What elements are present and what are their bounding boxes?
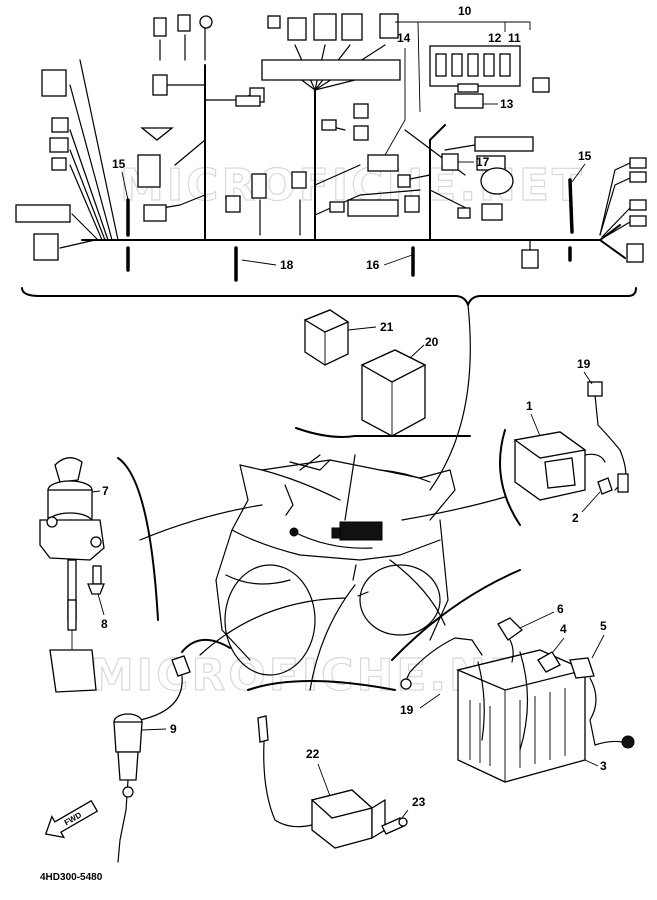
callout-13: 13: [500, 97, 514, 111]
harness-bracket: [21, 287, 637, 306]
callout-18: 18: [280, 258, 294, 272]
pointer-lines: [139, 454, 506, 691]
lead-19-lower: [400, 637, 483, 690]
callout-10: 10: [458, 4, 472, 18]
callout-19-top: 19: [577, 357, 591, 371]
battery-3: [455, 649, 587, 783]
callout-3: 3: [600, 759, 607, 773]
cover-6: [497, 617, 524, 663]
screw-23: [381, 817, 408, 835]
relay-21: [303, 309, 350, 366]
callout-14: 14: [397, 31, 411, 45]
bracket-left: [117, 457, 159, 621]
callout-22: 22: [306, 747, 320, 761]
relay-22: [257, 715, 386, 849]
callout-1: 1: [526, 399, 533, 413]
callout-4: 4: [560, 622, 567, 636]
bracket-bottom-right: [391, 569, 521, 661]
harness-connectors: [15, 13, 647, 269]
callout-5: 5: [600, 619, 607, 633]
bracket-bottom-mid: [247, 680, 396, 691]
callout-15-left: 15: [112, 157, 126, 171]
callout-2: 2: [572, 511, 579, 525]
relay-bracket: [295, 427, 471, 438]
flasher-relay-20: [360, 349, 427, 437]
callout-6: 6: [557, 602, 564, 616]
starter-relay-1: [513, 431, 606, 501]
callout-11: 11: [508, 31, 521, 45]
callout-20: 20: [425, 335, 439, 349]
harness-pointer: [429, 304, 471, 491]
callout-19-bottom: 19: [400, 703, 414, 717]
callout-9: 9: [170, 722, 177, 736]
callouts: 10 12 11 14 13 15 15 17 18 16 21 20 19 1…: [91, 4, 607, 819]
callout-23: 23: [412, 795, 426, 809]
main-switch-7: [39, 457, 105, 693]
battery-lead-5: [569, 657, 635, 749]
battery-band-4: [537, 651, 561, 673]
callout-12: 12: [488, 31, 502, 45]
lead-19-upper: [587, 381, 629, 493]
callout-8: 8: [101, 617, 108, 631]
fuse-2: [597, 477, 613, 495]
switch-9: [113, 655, 191, 863]
callout-7: 7: [102, 484, 109, 498]
fwd-arrow-icon: FWD: [44, 799, 99, 839]
bracket-right: [499, 429, 521, 526]
screw-8: [87, 565, 105, 595]
callout-15-right: 15: [578, 149, 592, 163]
bracket-bottom-left: [181, 639, 231, 653]
callout-21: 21: [380, 320, 394, 334]
callout-17: 17: [476, 155, 490, 169]
callout-16: 16: [366, 258, 380, 272]
part-code: 4HD300-5480: [40, 872, 103, 883]
motorcycle-outline: [215, 454, 456, 676]
